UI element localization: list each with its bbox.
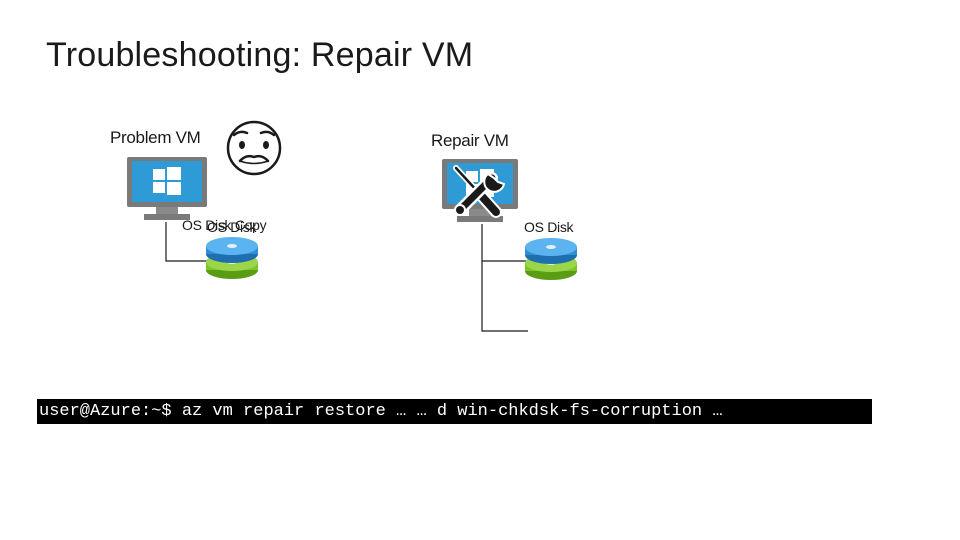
- problem-vm-monitor-icon: [127, 157, 207, 220]
- terminal-command-line[interactable]: user@Azure:~$ az vm repair restore … … d…: [37, 399, 872, 424]
- problem-vm-disk-icon: [206, 237, 258, 279]
- repair-os-disk-label: OS Disk: [524, 219, 574, 235]
- repair-vm-disk-icon: [525, 238, 577, 280]
- worried-face-icon: [226, 120, 282, 176]
- repair-vm-connector: [481, 224, 528, 332]
- slide-title: Troubleshooting: Repair VM: [46, 36, 474, 74]
- wrench-screwdriver-icon: [453, 165, 506, 218]
- terminal-command: az vm repair restore … … d win-chkdsk-fs…: [171, 402, 723, 421]
- problem-vm-connector: [165, 222, 210, 262]
- repair-vm-label: Repair VM: [431, 131, 509, 150]
- windows-logo-icon: [153, 167, 181, 195]
- terminal-prompt: user@Azure:~$: [39, 402, 172, 421]
- os-disk-label: OS Disk: [207, 219, 257, 235]
- os-disk-copy-label: OS Disk Copy: [182, 217, 267, 233]
- problem-vm-label: Problem VM: [110, 128, 201, 147]
